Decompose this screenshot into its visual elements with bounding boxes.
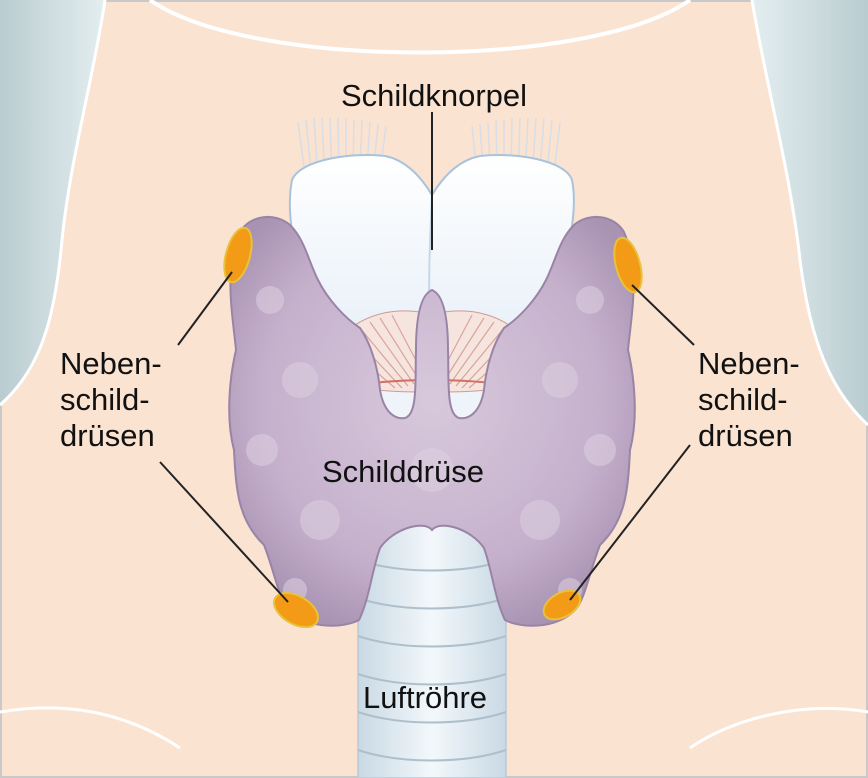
label-parathyroid-left: Neben- schild- drüsen [60, 346, 210, 454]
label-parathyroid-left-line: Neben- [60, 346, 210, 382]
label-parathyroid-right-line: Neben- [698, 346, 848, 382]
label-parathyroid-right: Neben- schild- drüsen [698, 346, 848, 454]
label-trachea: Luftröhre [300, 680, 550, 716]
label-parathyroid-left-line: drüsen [60, 418, 210, 454]
label-parathyroid-right-line: drüsen [698, 418, 848, 454]
label-thyroid-cartilage: Schildknorpel [0, 78, 868, 114]
label-parathyroid-left-line: schild- [60, 382, 210, 418]
trachea [358, 520, 506, 778]
label-parathyroid-right-line: schild- [698, 382, 848, 418]
label-thyroid-gland: Schilddrüse [278, 454, 528, 490]
